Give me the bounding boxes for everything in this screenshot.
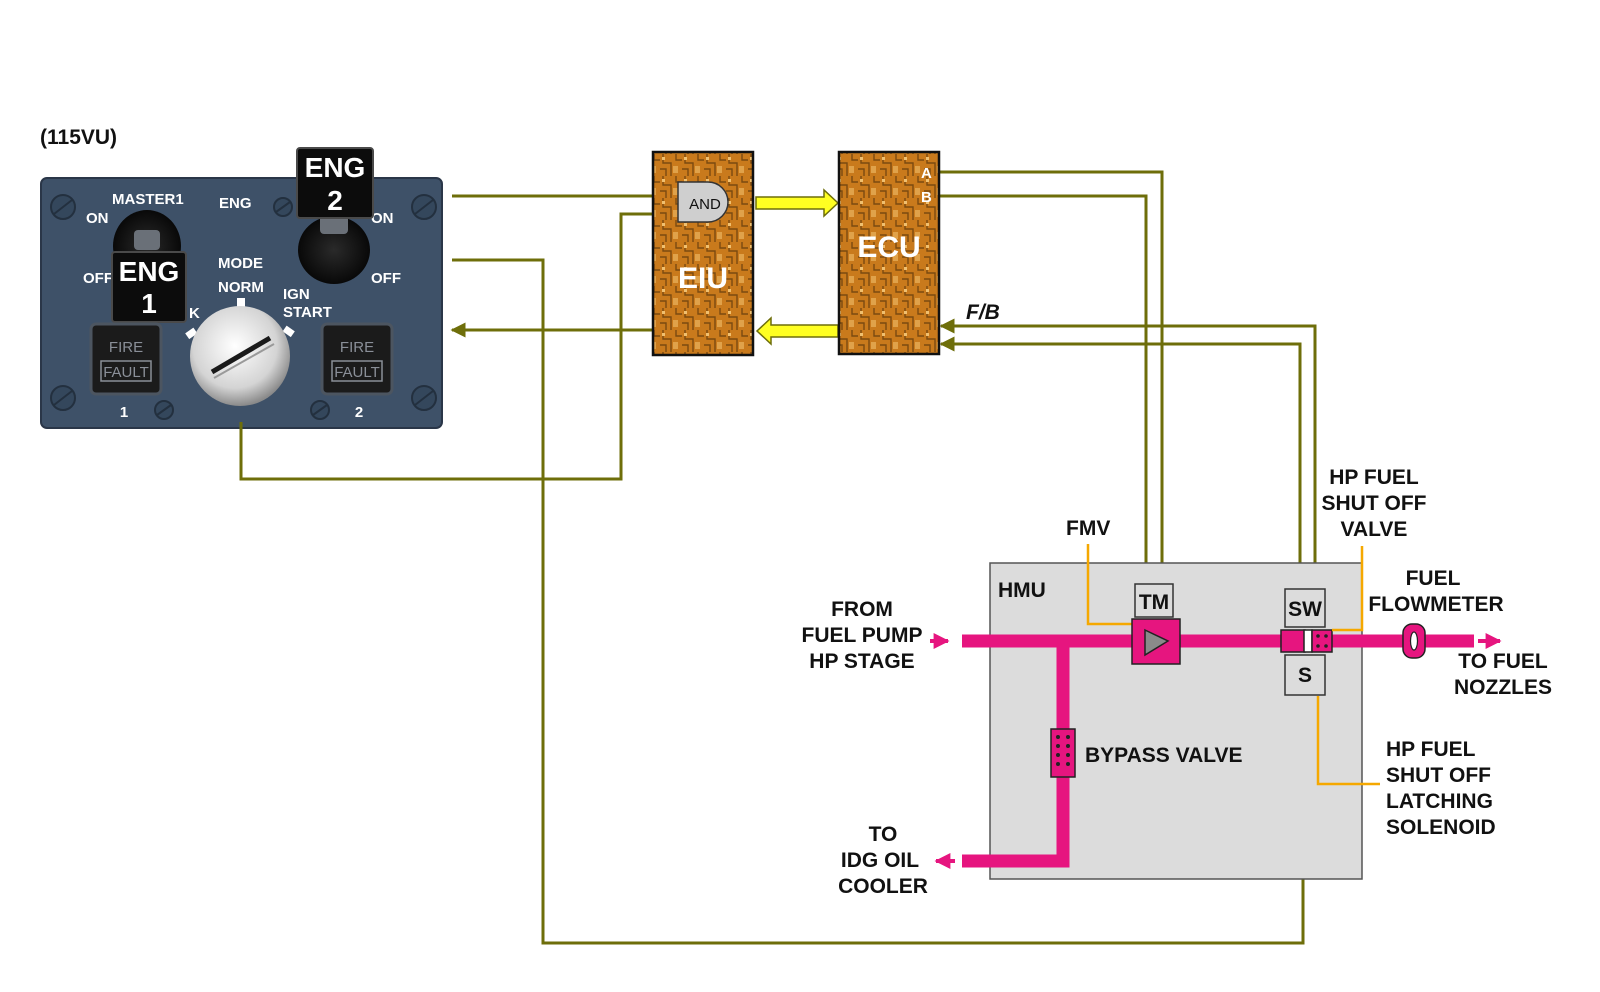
fuel-metering-valve [1131,618,1181,665]
master-switch-1[interactable]: ENG 1 [111,210,187,323]
eiu-label: EIU [678,262,728,295]
fire-fault-button-1[interactable]: FIRE FAULT [89,322,163,396]
hp-shutoff-valve [1280,629,1333,653]
master2-on-label: ON [371,210,394,227]
and-gate-label: AND [689,196,721,213]
to-nozzles-line-2: NOZZLES [1454,676,1552,699]
switch-label: SW [1288,598,1322,621]
wire-feedback-1 [939,318,1317,628]
master2-off-label: OFF [371,270,401,287]
solenoid-line-2: SHUT OFF [1386,764,1491,787]
from-pump-line-2: FUEL PUMP [802,624,923,647]
eng1-placard-line1: ENG [119,256,180,287]
switch-box [1284,588,1326,628]
fire-label-1: FIRE [109,339,143,356]
ecu-channel-b: B [921,189,932,206]
norm-label: NORM [218,279,264,296]
torque-motor-label: TM [1139,591,1169,614]
solenoid-callout: HP FUEL SHUT OFF LATCHING SOLENOID [1386,738,1496,839]
hmu-unit: HMU BYPASS VALVE TM FMV SW [930,517,1502,880]
data-bus-arrows [755,188,840,346]
to-idg-line-2: IDG OIL [841,849,919,872]
solenoid-box-label: S [1298,664,1312,687]
solenoid-leader [1316,696,1380,786]
eng-label: ENG [219,195,252,212]
fuel-flowmeter [1402,623,1426,659]
bypass-valve [1050,728,1076,778]
signal-arrow-icon [755,188,840,218]
solenoid-line-3: LATCHING [1386,790,1493,813]
wire-feedback-2 [939,336,1302,588]
wire-ecu-a-to-tm [939,170,1170,584]
wire-ecu-b-to-tm [939,194,1154,584]
to-idg-line-1: TO [869,823,898,846]
hpsov-callout: HP FUEL SHUT OFF VALVE [1322,466,1427,541]
from-pump-line-3: HP STAGE [809,650,914,673]
to-nozzles-callout: TO FUEL NOZZLES [1454,650,1552,699]
signal-arrow-icon [755,316,839,346]
eng1-placard [111,251,187,323]
fmv-leader [1086,544,1134,626]
engine-2-number: 2 [355,404,363,421]
wire-mode-to-eiu [239,206,678,481]
bypass-valve-label: BYPASS VALVE [1085,744,1243,767]
engine-master-panel: MASTER1 ENG ON OFF ON OFF ENG 1 ENG 2 MO… [40,147,443,429]
hpsov-line-1: HP FUEL [1329,466,1419,489]
solenoid-line-4: SOLENOID [1386,816,1496,839]
toggle-switch-icon [298,216,370,284]
solenoid-box [1284,654,1326,696]
ign-start-label-2: START [283,304,332,321]
fire-fault-button-2[interactable]: FIRE FAULT [320,322,394,396]
ign-start-label-1: IGN [283,286,310,303]
master1-off-label: OFF [83,270,113,287]
solenoid-line-1: HP FUEL [1386,738,1476,761]
feedback-label: F/B [966,301,1000,324]
ecu-box: ECU A B [837,150,941,356]
torque-motor [1134,583,1174,618]
ecu-label: ECU [857,231,920,264]
eiu-box: EIU AND [651,150,755,357]
to-idg-callout: TO IDG OIL COOLER [838,823,928,898]
from-pump-line-1: FROM [831,598,893,621]
flowmeter-line-2: FLOWMETER [1368,593,1503,616]
flowmeter-callout: FUEL FLOWMETER [1368,567,1503,616]
fault-label-2: FAULT [334,364,380,381]
flowmeter-line-1: FUEL [1406,567,1461,590]
engine-1-number: 1 [120,404,128,421]
fmv-label: FMV [1066,517,1110,540]
mode-label: MODE [218,255,263,272]
panel-designation: (115VU) [40,126,117,149]
hmu-label: HMU [998,579,1046,602]
and-gate-icon [677,181,729,223]
eng2-placard-line1: ENG [305,152,366,183]
hpsov-line-2: SHUT OFF [1322,492,1427,515]
hpsov-line-3: VALVE [1341,518,1408,541]
fuel-line-bypass [962,641,1070,868]
to-idg-line-3: COOLER [838,875,928,898]
fault-label-1: FAULT [103,364,149,381]
to-nozzles-line-1: TO FUEL [1458,650,1548,673]
fire-label-2: FIRE [340,339,374,356]
master1-on-label: ON [86,210,109,227]
eng2-placard [296,147,374,219]
eng2-placard-line2: 2 [327,185,343,216]
mode-selector[interactable] [185,298,295,406]
master-switch-2[interactable]: ENG 2 [296,147,374,284]
ecu-channel-a: A [921,165,932,182]
master1-label: MASTER1 [112,191,184,208]
eng1-placard-line2: 1 [141,288,157,319]
from-pump-callout: FROM FUEL PUMP HP STAGE [802,598,923,673]
hpsov-leader [1332,546,1364,632]
screw-icon [50,194,437,420]
crank-label: K [189,305,200,322]
